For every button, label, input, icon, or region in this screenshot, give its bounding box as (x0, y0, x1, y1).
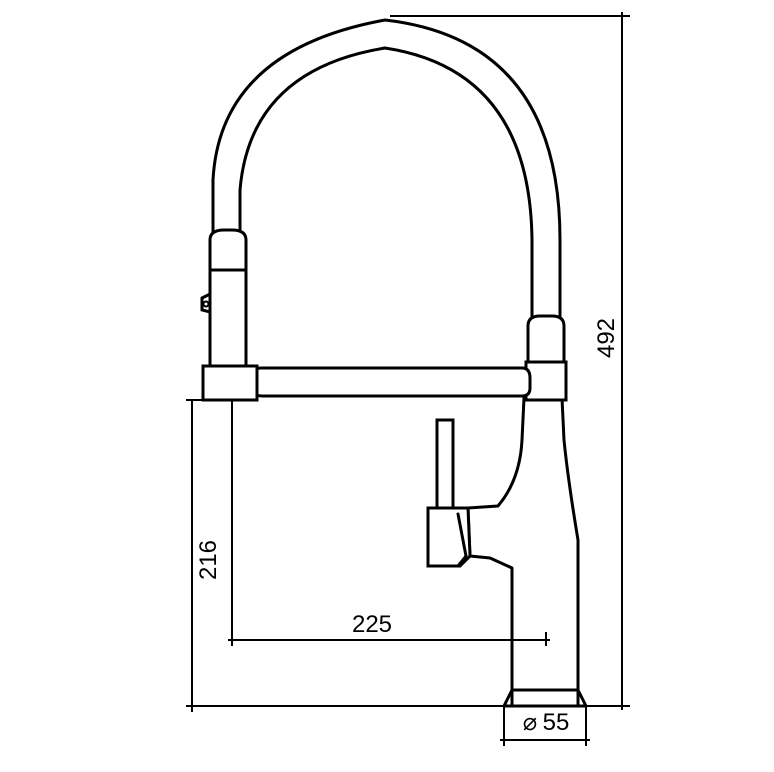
dim-total-height-label: 492 (593, 318, 620, 358)
lever-cartridge-cap (456, 512, 468, 568)
faucet-base (502, 688, 588, 708)
spray-button (200, 291, 212, 314)
lever-stem (435, 418, 455, 514)
dim-diameter-label: 55 (543, 709, 570, 736)
spray-head-body (208, 228, 248, 368)
faucet-body (466, 396, 588, 708)
dim-diameter-symbol: ⌀ (523, 709, 537, 736)
spray-head (200, 228, 248, 368)
spout-arm (201, 364, 532, 402)
dim-reach-label: 225 (352, 611, 392, 638)
right-collar-upper (526, 314, 566, 364)
dim-spout-height: 216 (186, 399, 504, 712)
spray-button-dot (202, 300, 210, 308)
dim-reach: 225 (228, 400, 550, 646)
hose-outer (211, 18, 562, 320)
hose-inner (238, 46, 534, 320)
dim-diameter: ⌀ 55 (500, 706, 590, 746)
right-collar-lower (524, 360, 568, 402)
dim-total-height: 492 (390, 12, 630, 710)
spout-head-block (201, 364, 259, 402)
dim-spout-height-label: 216 (195, 540, 222, 580)
right-collar (524, 314, 568, 402)
lever-handle (426, 418, 472, 568)
spout-arm-tube (252, 366, 532, 398)
gooseneck-hose (211, 18, 562, 320)
faucet-column-outline (466, 396, 580, 708)
